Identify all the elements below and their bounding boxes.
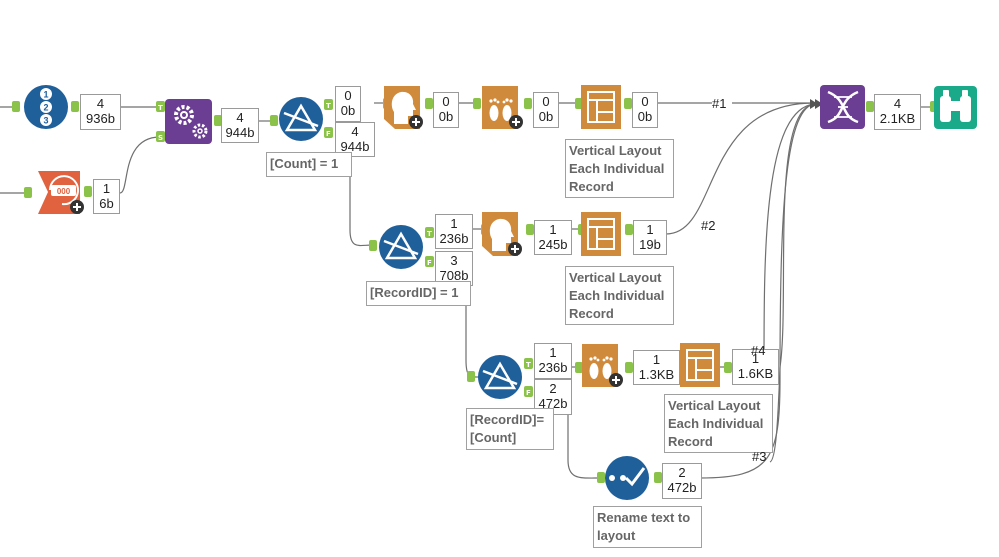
rename-tool[interactable] — [605, 456, 649, 500]
layout-tool-3[interactable] — [680, 343, 720, 387]
layout-table-icon — [686, 349, 714, 381]
browse-tool[interactable] — [934, 86, 977, 129]
report-header-tool-2[interactable] — [482, 212, 522, 256]
report-footer-tool-2[interactable] — [582, 344, 623, 387]
sequence-tool[interactable]: 1 2 3 — [24, 85, 68, 129]
filter-triangle-icon — [383, 231, 419, 260]
report-footer-feet-icon — [489, 98, 513, 121]
filter-tool-1[interactable] — [279, 97, 323, 141]
svg-text:2: 2 — [43, 103, 48, 113]
svg-text:F: F — [526, 389, 531, 397]
report-footer-tool-1[interactable] — [482, 86, 523, 129]
add-icon — [509, 115, 523, 129]
add-icon — [508, 242, 522, 256]
record-id-tool[interactable]: 000 — [38, 171, 84, 214]
svg-text:F: F — [427, 259, 432, 267]
svg-text:3: 3 — [43, 116, 48, 126]
add-icon — [609, 373, 623, 387]
filter-tool-2[interactable] — [379, 225, 423, 269]
browse-binoculars-icon — [940, 90, 971, 122]
annotation-filter1: [Count] = 1 — [266, 152, 352, 177]
layout-tool-2[interactable] — [581, 212, 621, 256]
wire-label-4: #4 — [751, 343, 766, 358]
record-id-tool-icon: 000 — [49, 175, 79, 206]
union-tool[interactable] — [820, 85, 865, 129]
sequence-tool-icon: 1 2 3 — [40, 88, 52, 126]
svg-text:000: 000 — [57, 187, 71, 196]
svg-text:1: 1 — [43, 90, 48, 100]
svg-text:T: T — [427, 230, 432, 238]
report-header-tool-1[interactable] — [384, 86, 423, 129]
wire-label-1: #1 — [712, 96, 727, 111]
report-header-head-icon — [391, 91, 416, 124]
filter-triangle-icon — [482, 361, 518, 390]
layout-table-icon — [587, 218, 615, 250]
wire-label-3: #3 — [752, 449, 767, 464]
annotation-filter2: [RecordID] = 1 — [366, 281, 471, 306]
report-header-head-icon — [489, 218, 514, 251]
svg-text:S: S — [158, 134, 163, 142]
svg-text:T: T — [526, 361, 531, 369]
append-fields-gear-icon — [174, 105, 208, 139]
anchors: T S T F T F T F — [12, 98, 938, 483]
add-icon — [70, 200, 84, 214]
filter-triangle-icon — [283, 103, 319, 132]
add-icon — [409, 115, 423, 129]
wire-label-2: #2 — [701, 218, 716, 233]
wires — [0, 99, 934, 479]
rename-check-icon — [609, 467, 646, 487]
svg-text:T: T — [158, 104, 163, 112]
append-fields-tool[interactable] — [165, 99, 212, 144]
report-footer-feet-icon — [589, 356, 613, 379]
annotation-filter3: [RecordID]=[Count] — [466, 408, 554, 450]
layout-table-icon — [587, 91, 615, 123]
svg-text:F: F — [326, 130, 331, 138]
layout-tool-1[interactable] — [581, 85, 621, 129]
union-dna-icon — [827, 90, 859, 124]
filter-tool-3[interactable] — [478, 355, 522, 399]
svg-text:T: T — [326, 102, 331, 110]
